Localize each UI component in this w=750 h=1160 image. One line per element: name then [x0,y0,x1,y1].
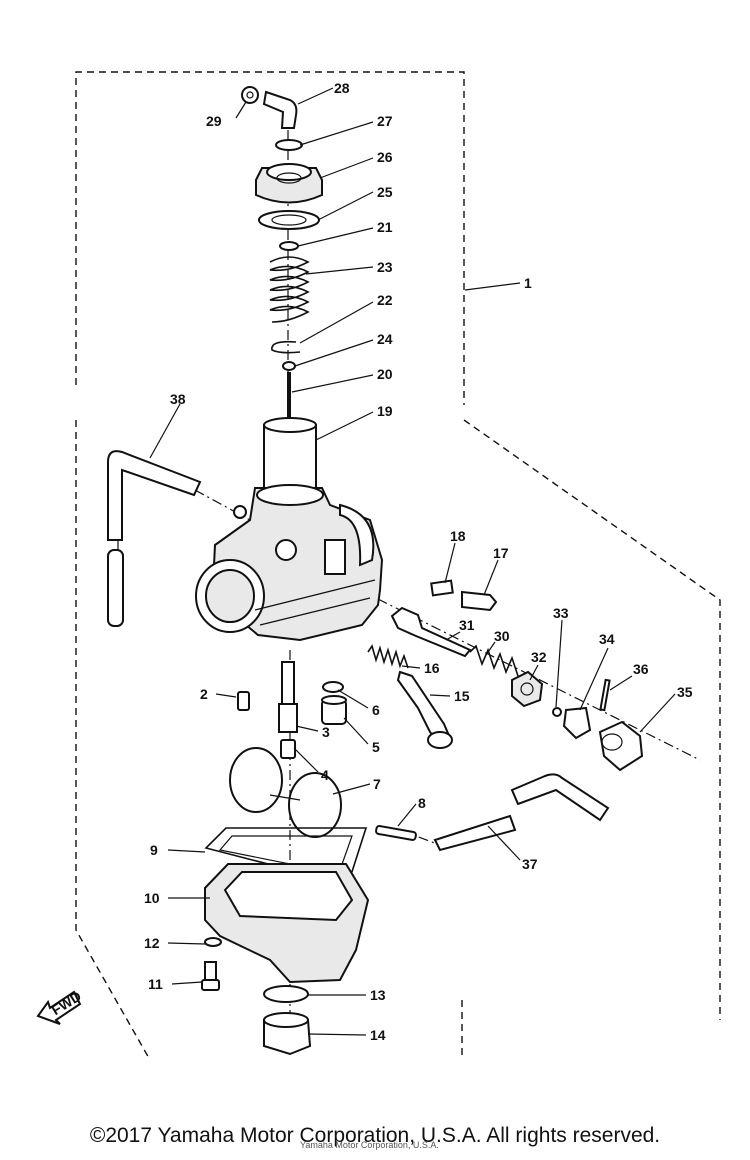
part-19-throttle-valve [263,417,317,498]
part-11-screw [201,961,220,991]
part-29-washer [241,86,259,104]
watermark-text: Yamaha Motor Corporation, U.S.A. [300,1140,439,1150]
callout-30: 30 [494,628,510,644]
part-31-plunger [390,606,472,658]
carburetor-body [195,484,384,642]
part-32-nut [511,670,544,708]
callout-leaders [149,87,676,1036]
part-4-main-jet [280,739,296,759]
part-26-top-cap [255,163,323,204]
callout-19: 19 [377,403,393,419]
part-34-holder [562,706,592,740]
part-5-jet-holder [321,695,347,725]
callout-24: 24 [377,331,393,347]
part-6-washer [322,681,344,693]
callout-1: 1 [524,275,532,291]
part-33-washer [552,707,562,717]
part-24-clip [282,361,296,371]
part-7-float [229,747,342,838]
callout-13: 13 [370,987,386,1003]
callout-18: 18 [450,528,466,544]
part-37-overflow-tube [433,773,610,852]
part-16-spring [367,644,409,669]
callout-16: 16 [424,660,440,676]
part-28-elbow-fitting [262,90,298,129]
callout-27: 27 [377,113,393,129]
callout-29: 29 [206,113,222,129]
part-12-washer [204,937,222,947]
part-8-float-pin [375,825,417,841]
callout-23: 23 [377,259,393,275]
part-14-drain-plug [263,1012,312,1056]
callout-34: 34 [599,631,615,647]
callout-2: 2 [200,686,208,702]
copyright-footer: ©2017 Yamaha Motor Corporation, U.S.A. A… [89,1124,661,1147]
callout-11: 11 [148,976,163,992]
callout-25: 25 [377,184,393,200]
part-17-screw [461,590,498,612]
part-13-o-ring [263,985,309,1003]
callout-7: 7 [373,776,381,792]
part-3-needle-jet [278,661,298,733]
part-27-ring [275,139,303,151]
part-38-vent-tube [107,450,202,627]
callout-21: 21 [377,219,393,235]
part-10-float-bowl [204,863,370,984]
callout-22: 22 [377,292,393,308]
callout-12: 12 [144,935,160,951]
callout-31: 31 [459,617,475,633]
callout-36: 36 [633,661,649,677]
callout-33: 33 [553,605,569,621]
part-22-needle-clip [271,340,301,354]
part-15-pilot-screw [396,670,453,749]
callout-38: 38 [170,391,186,407]
callout-32: 32 [531,649,547,665]
callout-3: 3 [322,724,330,740]
part-18-screw [430,579,454,597]
assembly-boundary [75,71,721,1061]
part-25-gasket [258,210,320,230]
part-36-pin [599,678,611,712]
callout-8: 8 [418,795,426,811]
callout-37: 37 [522,856,538,872]
callout-15: 15 [454,688,470,704]
part-2-screw [237,691,250,711]
part-23-spring [269,256,310,323]
callout-26: 26 [377,149,393,165]
part-21-clip [279,241,299,251]
callout-28: 28 [334,80,350,96]
callout-20: 20 [377,366,393,382]
callout-10: 10 [144,890,160,906]
callout-14: 14 [370,1027,386,1043]
callout-6: 6 [372,702,380,718]
fwd-arrow-icon: FWD [36,988,84,1025]
callout-labels: 28 29 27 26 25 21 23 1 22 24 20 38 19 18… [144,80,693,1043]
callout-9: 9 [150,842,158,858]
part-35-knob [598,720,644,772]
callout-4: 4 [321,767,329,783]
callout-35: 35 [677,684,693,700]
part-30-spring [469,644,519,677]
callout-17: 17 [493,545,509,561]
callout-5: 5 [372,739,380,755]
